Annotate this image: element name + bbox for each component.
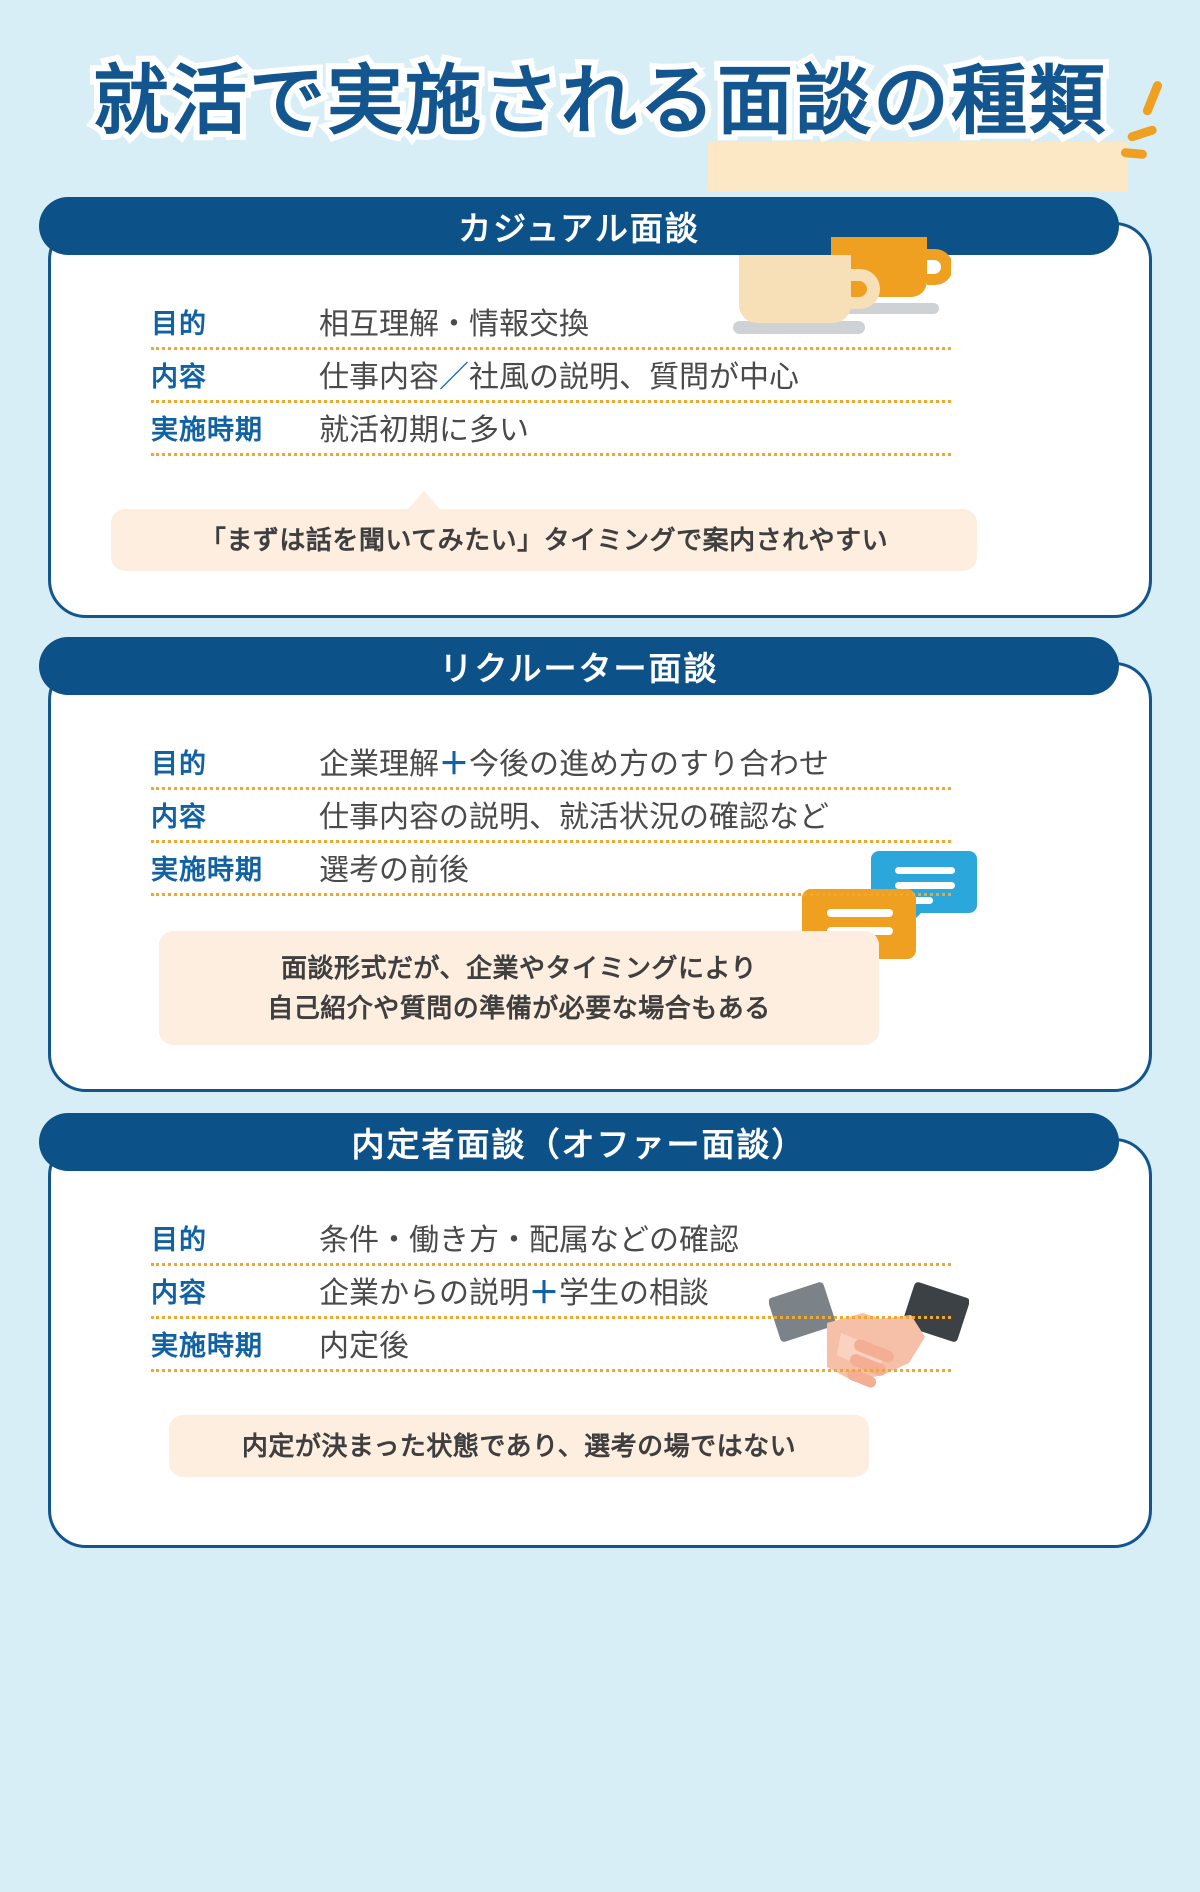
row-label: 目的 [151, 309, 207, 339]
row-value: 就活初期に多い [319, 414, 529, 447]
row-value: 仕事内容／社風の説明、質問が中心 [319, 361, 799, 394]
row-value: 仕事内容の説明、就活状況の確認など [319, 801, 829, 834]
card-offer-interview: 内定者面談（オファー面談） 目的 条件・働き方・配属などの確認 内容 企業からの… [39, 1113, 1152, 1548]
table-row: 内容 仕事内容の説明、就活状況の確認など [151, 790, 951, 843]
card-header-label: カジュアル面談 [458, 210, 700, 247]
card-1-callout: 「まずは話を聞いてみたい」タイミングで案内されやすい [111, 491, 977, 571]
row-label: 目的 [151, 749, 207, 779]
callout-text: 内定が決まった状態であり、選考の場ではない [241, 1431, 797, 1461]
card-header-casual: カジュアル面談 [39, 197, 1119, 255]
page-title-area: 就活で実施される面談の種類 [0, 38, 1200, 192]
table-row: 内容 企業からの説明＋学生の相談 [151, 1266, 951, 1319]
card-header-label: 内定者面談（オファー面談） [351, 1126, 807, 1163]
row-label: 実施時期 [151, 415, 263, 445]
card-header-offer: 内定者面談（オファー面談） [39, 1113, 1119, 1171]
row-label: 内容 [151, 802, 207, 832]
row-label: 実施時期 [151, 1331, 263, 1361]
card-recruiter-interview: リクルーター面談 目的 企業理解＋今後の進め方のすり合わせ 内容 仕事内容の説明… [39, 637, 1152, 1092]
row-label: 内容 [151, 1278, 207, 1308]
callout-pointer [408, 491, 440, 509]
row-label: 内容 [151, 362, 207, 392]
page-title: 就活で実施される面談の種類 [87, 53, 1111, 150]
row-value: 企業からの説明＋学生の相談 [319, 1277, 709, 1310]
card-casual-interview: カジュアル面談 目的 相互理解・情報交換 内容 仕事内容／社風の説明、質問が中心… [39, 197, 1152, 618]
row-value: 条件・働き方・配属などの確認 [319, 1224, 739, 1257]
card-3-callout: 内定が決まった状態であり、選考の場ではない [169, 1415, 869, 1477]
table-row: 目的 相互理解・情報交換 [151, 297, 951, 350]
row-value: 相互理解・情報交換 [319, 308, 589, 341]
card-header-label: リクルーター面談 [439, 650, 719, 687]
handshake-icon [769, 1282, 969, 1388]
table-row: 実施時期 選考の前後 [151, 843, 951, 896]
callout-text: 「まずは話を聞いてみたい」タイミングで案内されやすい [199, 525, 889, 555]
card-2-rows: 目的 企業理解＋今後の進め方のすり合わせ 内容 仕事内容の説明、就活状況の確認な… [151, 737, 951, 896]
table-row: 目的 条件・働き方・配属などの確認 [151, 1213, 951, 1266]
sparkle-icon [1120, 81, 1163, 159]
row-value: 選考の前後 [319, 854, 469, 887]
callout-text-line2: 自己紹介や質問の準備が必要な場合もある [267, 993, 771, 1023]
callout-text-line1: 面談形式だが、企業やタイミングにより [281, 953, 757, 983]
row-label: 目的 [151, 1225, 207, 1255]
row-label: 実施時期 [151, 855, 263, 885]
table-row: 内容 仕事内容／社風の説明、質問が中心 [151, 350, 951, 403]
card-1-rows: 目的 相互理解・情報交換 内容 仕事内容／社風の説明、質問が中心 実施時期 就活… [151, 297, 951, 456]
title-highlight-bar [708, 142, 1128, 192]
row-value: 企業理解＋今後の進め方のすり合わせ [319, 748, 829, 781]
card-3-rows: 目的 条件・働き方・配属などの確認 内容 企業からの説明＋学生の相談 実施時期 … [151, 1213, 951, 1372]
card-header-recruiter: リクルーター面談 [39, 637, 1119, 695]
card-2-callout: 面談形式だが、企業やタイミングにより 自己紹介や質問の準備が必要な場合もある [159, 931, 879, 1045]
table-row: 実施時期 就活初期に多い [151, 403, 951, 456]
row-value: 内定後 [319, 1330, 409, 1363]
table-row: 目的 企業理解＋今後の進め方のすり合わせ [151, 737, 951, 790]
coffee-cups-icon [733, 237, 951, 334]
table-row: 実施時期 内定後 [151, 1319, 951, 1372]
